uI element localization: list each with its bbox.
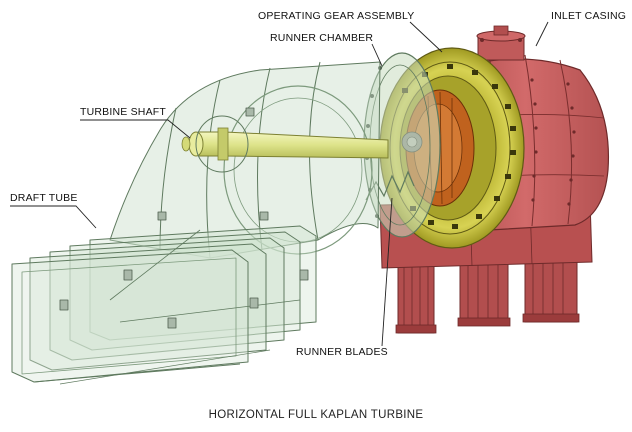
diagram-caption: HORIZONTAL FULL KAPLAN TURBINE [208,409,424,421]
turbine-shaft [181,115,389,173]
leader-runner-chamber [371,43,383,67]
label-turbine-shaft: TURBINE SHAFT [80,106,167,118]
label-runner-chamber: RUNNER CHAMBER [270,32,374,44]
draft-tube [11,61,381,385]
runner-blades-shape [365,170,415,201]
label-draft-tube: DRAFT TUBE [10,192,78,204]
leader-turbine-shaft [80,119,191,139]
leader-lines [10,21,549,347]
leader-operating-gear [409,21,443,53]
label-inlet-casing: INLET CASING [551,10,627,22]
leader-draft-tube [10,205,97,229]
leader-runner-blades [381,197,393,347]
leader-inlet-casing [535,21,549,47]
label-operating-gear-assembly: OPERATING GEAR ASSEMBLY [258,10,415,22]
label-runner-blades: RUNNER BLADES [296,346,388,358]
